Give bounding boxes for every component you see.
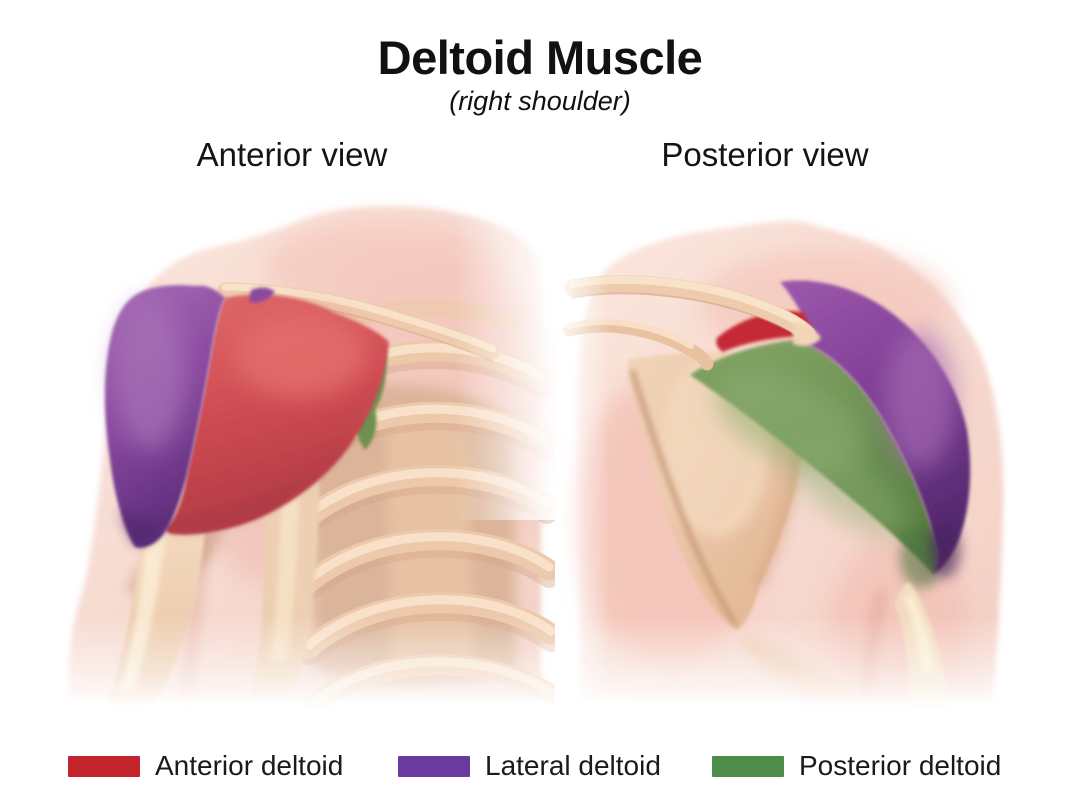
posterior-view-label: Posterior view	[661, 136, 869, 173]
legend-swatch-posterior	[712, 755, 784, 777]
anterior-humerus-bone	[107, 497, 222, 705]
anterior-view-label: Anterior view	[196, 136, 388, 173]
legend-item-anterior: Anterior deltoid	[68, 750, 344, 781]
legend-swatch-lateral	[398, 755, 470, 777]
posterior-left-fade	[560, 190, 610, 710]
posterior-humerus-bone	[895, 582, 947, 707]
posterior-lateral-deltoid-shape	[780, 280, 971, 578]
legend: Anterior deltoid Lateral deltoid Posteri…	[0, 750, 1080, 781]
legend-swatch-anterior	[68, 755, 140, 777]
legend-label-anterior: Anterior deltoid	[155, 750, 344, 781]
legend-item-lateral: Lateral deltoid	[398, 750, 661, 781]
page-title: Deltoid Muscle	[377, 31, 703, 84]
anterior-view-illustration	[68, 190, 555, 710]
posterior-teres-ridge	[740, 635, 862, 704]
anterior-right-fade	[455, 190, 555, 520]
lateral-deltoid-shape	[104, 285, 275, 548]
page-subtitle: (right shoulder)	[449, 86, 631, 116]
legend-item-posterior: Posterior deltoid	[712, 750, 1002, 781]
posterior-view-illustration	[560, 190, 1004, 710]
legend-label-posterior: Posterior deltoid	[799, 750, 1002, 781]
posterior-acromion-bone	[793, 322, 821, 346]
legend-label-lateral: Lateral deltoid	[485, 750, 661, 781]
anterior-deltoid-shape	[166, 294, 389, 535]
